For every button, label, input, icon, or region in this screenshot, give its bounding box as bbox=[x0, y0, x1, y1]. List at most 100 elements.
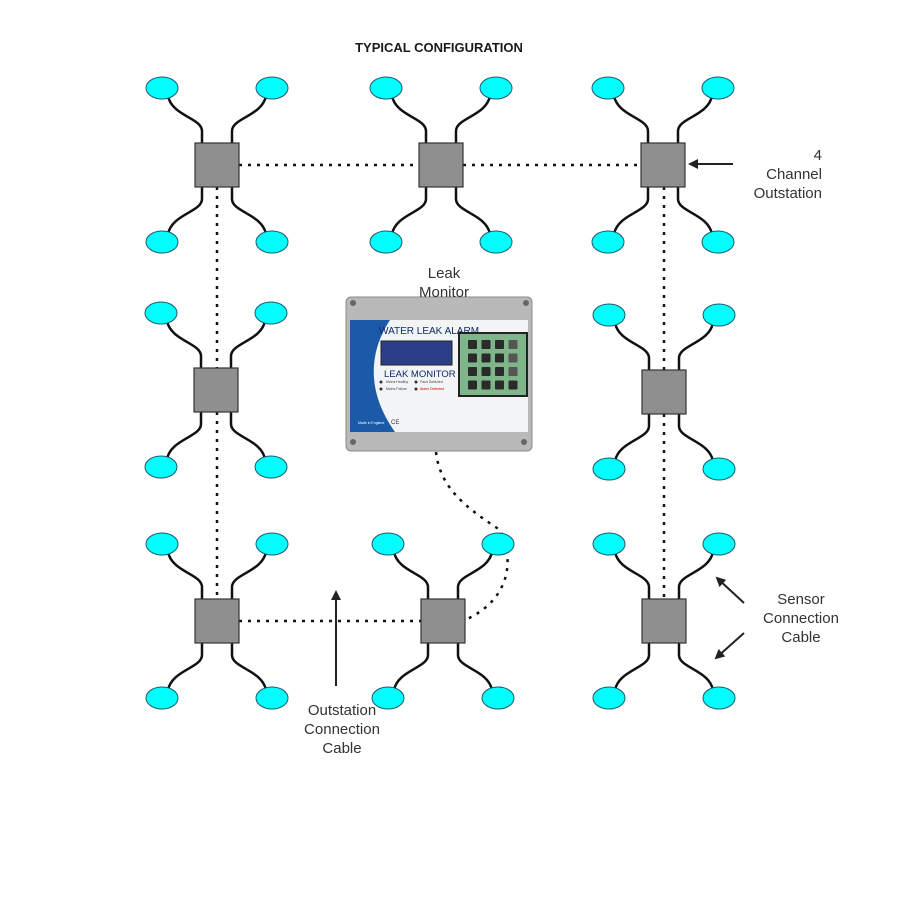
sensor-icon bbox=[592, 532, 626, 556]
sensor-cable bbox=[166, 643, 204, 691]
sensor-icon bbox=[255, 230, 289, 254]
monitor-name: LEAK MONITOR bbox=[384, 369, 456, 380]
sensor-cable bbox=[392, 551, 430, 599]
monitor-footer: Made in England bbox=[358, 421, 384, 425]
sensor-icon bbox=[144, 301, 178, 325]
keypad-key bbox=[468, 353, 477, 363]
outstation-box bbox=[193, 367, 239, 413]
sensor-cable bbox=[166, 95, 204, 143]
outstation-box bbox=[641, 598, 687, 644]
keypad-key bbox=[508, 367, 518, 376]
sensor-cable bbox=[390, 95, 428, 143]
outstation-box bbox=[194, 598, 240, 644]
leak-monitor-device: WATER LEAK ALARM LEAK MONITOR Mains Heal… bbox=[345, 296, 533, 452]
sensor-cable bbox=[230, 187, 268, 235]
outstation-unit bbox=[592, 532, 736, 710]
keypad-key bbox=[508, 340, 518, 349]
svg-text:Connection: Connection bbox=[304, 721, 380, 738]
monitor-header: WATER LEAK ALARM bbox=[379, 326, 479, 337]
keypad-key bbox=[495, 340, 504, 349]
sensor-cable-label: Sensor Connection Cable bbox=[763, 591, 839, 646]
outstation-box bbox=[641, 369, 687, 415]
sensor-cable bbox=[612, 187, 650, 235]
screw-icon bbox=[523, 300, 529, 306]
sensor-icon bbox=[145, 686, 179, 710]
outstation-box bbox=[640, 142, 686, 188]
svg-text:4: 4 bbox=[814, 147, 822, 164]
sensor-cable bbox=[456, 643, 494, 691]
keypad-key bbox=[495, 367, 504, 376]
keypad-key bbox=[468, 380, 477, 390]
svg-text:Connection: Connection bbox=[763, 610, 839, 627]
outstation-box bbox=[420, 598, 466, 644]
indicator-fault-detected: Fault Detected bbox=[420, 380, 443, 384]
svg-text:Monitor: Monitor bbox=[419, 284, 469, 301]
sensor-cable bbox=[165, 320, 203, 368]
sensor-cable-arrow-up-icon bbox=[715, 576, 745, 604]
screw-icon bbox=[350, 439, 356, 445]
sensor-icon bbox=[255, 76, 289, 100]
sensor-cable bbox=[677, 414, 715, 462]
sensor-icon bbox=[145, 230, 179, 254]
monitor-blue-panel bbox=[350, 320, 395, 432]
keypad-key bbox=[481, 353, 491, 363]
sensor-icon bbox=[369, 230, 403, 254]
sensor-cable bbox=[613, 414, 651, 462]
sensor-icon bbox=[702, 303, 736, 327]
keypad-key bbox=[481, 380, 491, 390]
sensor-icon bbox=[145, 532, 179, 556]
sensor-icon bbox=[701, 230, 735, 254]
sensor-cable bbox=[229, 320, 267, 368]
outstation-cable-label: Outstation Connection Cable bbox=[304, 702, 380, 757]
svg-text:Channel: Channel bbox=[766, 166, 822, 183]
sensor-icon bbox=[592, 457, 626, 481]
sensor-icon bbox=[254, 301, 288, 325]
sensor-cable bbox=[454, 187, 492, 235]
keypad-key bbox=[508, 353, 518, 363]
sensor-cable bbox=[677, 643, 715, 691]
sensor-cable bbox=[166, 187, 204, 235]
sensor-icon bbox=[702, 686, 736, 710]
sensor-icon bbox=[144, 455, 178, 479]
sensor-cable bbox=[613, 643, 651, 691]
sensor-icon bbox=[591, 76, 625, 100]
screw-icon bbox=[350, 300, 356, 306]
sensor-icon bbox=[371, 532, 405, 556]
keypad-key bbox=[508, 380, 518, 390]
outstation-unit bbox=[591, 76, 735, 254]
svg-text:Sensor: Sensor bbox=[777, 591, 825, 608]
sensor-icon bbox=[702, 532, 736, 556]
outstation-connection-cables bbox=[215, 163, 666, 623]
svg-text:Outstation: Outstation bbox=[754, 185, 822, 202]
outstation-unit bbox=[592, 303, 736, 481]
sensor-icon bbox=[702, 457, 736, 481]
indicator-mains-healthy: Mains Healthy bbox=[386, 380, 408, 384]
svg-text:Outstation: Outstation bbox=[308, 702, 376, 719]
sensor-cable bbox=[613, 551, 651, 599]
keypad-key bbox=[468, 367, 477, 376]
sensor-icon bbox=[145, 76, 179, 100]
sensor-cable bbox=[456, 551, 494, 599]
keypad-key bbox=[495, 353, 504, 363]
sensor-icon bbox=[481, 686, 515, 710]
outstation-unit bbox=[144, 301, 288, 479]
sensor-cable bbox=[454, 95, 492, 143]
keypad-key bbox=[481, 340, 491, 349]
sensor-icon bbox=[592, 303, 626, 327]
svg-text:Leak: Leak bbox=[428, 265, 461, 282]
outstation-label: 4 Channel Outstation bbox=[754, 147, 822, 202]
sensor-icon bbox=[254, 455, 288, 479]
sensor-cable bbox=[390, 187, 428, 235]
keypad-key bbox=[468, 340, 477, 349]
outstation-box bbox=[418, 142, 464, 188]
sensor-cable bbox=[676, 95, 714, 143]
sensor-icon bbox=[255, 532, 289, 556]
sensor-cable bbox=[612, 95, 650, 143]
sensor-cable bbox=[230, 643, 268, 691]
leak-monitor-label: Leak Monitor bbox=[419, 265, 469, 301]
indicator-alarm-detected: Alarm Detected bbox=[420, 387, 444, 391]
sensor-cable bbox=[229, 412, 267, 460]
sensor-icon bbox=[591, 230, 625, 254]
sensor-icon bbox=[592, 686, 626, 710]
